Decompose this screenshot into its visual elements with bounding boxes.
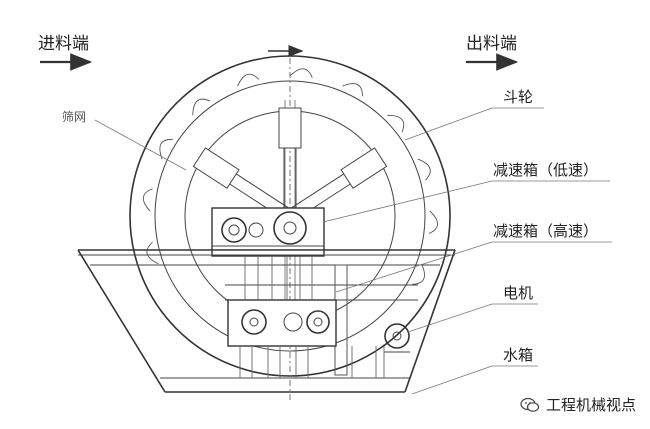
bucket: [387, 114, 405, 133]
bucket: [192, 98, 211, 116]
bucket: [289, 68, 313, 78]
support-studs: [239, 256, 385, 378]
motor-label: 电机: [503, 284, 533, 302]
watermark-text: 工程机械视点: [545, 396, 636, 414]
low-speed-reducer: [211, 207, 325, 257]
wheel-spokes: [192, 107, 388, 221]
watermark: 工程机械视点: [520, 394, 636, 415]
reducer-low-label: 减速箱（低速）: [493, 161, 598, 179]
outlet-label: 出料端: [466, 34, 517, 54]
motor: [384, 323, 410, 353]
bucket: [237, 73, 260, 87]
inlet-label: 进料端: [38, 34, 89, 54]
bucket: [159, 138, 173, 160]
bucket-wheel: [129, 55, 451, 400]
high-speed-reducer: [227, 299, 337, 347]
reducer-high-label: 减速箱（高速）: [493, 222, 598, 240]
bucket: [428, 210, 438, 234]
bucket: [146, 241, 159, 265]
bucket: [417, 158, 431, 181]
leader-lines: [94, 107, 612, 395]
bucket: [412, 263, 425, 285]
wechat-icon: [520, 397, 540, 412]
screen-label: 筛网: [62, 109, 86, 124]
bucket: [142, 188, 153, 212]
bucket-wheel-label: 斗轮: [503, 88, 533, 106]
wheel-buckets: [142, 68, 438, 285]
water-tank-label: 水箱: [503, 346, 533, 364]
bucket: [342, 83, 363, 97]
